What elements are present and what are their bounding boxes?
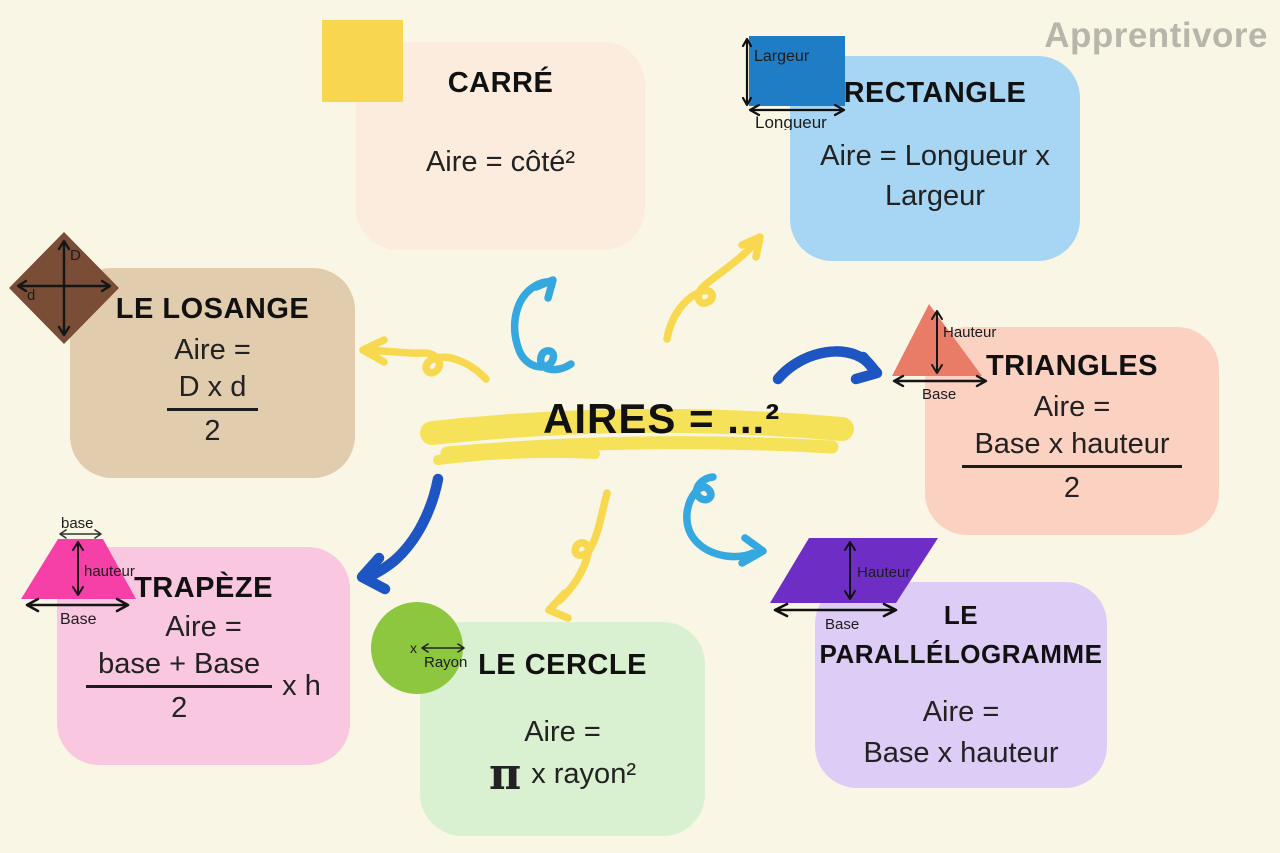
triangles-denominator: 2 <box>1063 471 1081 504</box>
parallelogramme-title-line1: LE <box>943 600 979 630</box>
losange-denominator: 2 <box>204 414 221 447</box>
pi-symbol: π <box>489 748 522 800</box>
card-losange-title: LE LOSANGE <box>115 293 310 325</box>
cercle-formula-rest: x rayon² <box>531 758 636 791</box>
card-cercle: LE CERCLE Aire = π x rayon² <box>420 622 705 836</box>
card-losange: LE LOSANGE Aire = D x d 2 <box>70 268 355 478</box>
trapeze-numerator: base + Base <box>86 648 273 688</box>
arrow-to-parallelogramme-icon <box>683 473 767 567</box>
petite-base-arrow-icon <box>59 529 102 539</box>
cercle-shape-group: x Rayon <box>371 602 467 694</box>
trapeze-base-small-label: base <box>61 515 94 532</box>
triangle-base-label: Base <box>922 386 956 403</box>
card-rectangle: RECTANGLE Aire = Longueur x Largeur <box>790 56 1080 261</box>
arrow-to-carre-icon <box>510 276 575 374</box>
card-cercle-title: LE CERCLE <box>478 649 647 681</box>
card-carre-title: CARRÉ <box>447 67 554 99</box>
card-cercle-aire: Aire = <box>524 715 601 748</box>
card-trapeze-title: TRAPÈZE <box>134 572 273 604</box>
rectangle-longueur-label: Longueur <box>755 113 827 130</box>
card-rectangle-formula: Aire = Longueur x Largeur <box>820 136 1050 216</box>
parallelogramme-hauteur-label: Hauteur <box>857 564 910 581</box>
trapeze-hauteur-arrow-icon <box>72 541 84 596</box>
parallelogramme-shape-group: Hauteur Base <box>770 538 938 633</box>
rectangle-largeur-label: Largeur <box>754 48 810 65</box>
card-trapeze-aire: Aire = <box>165 610 242 643</box>
largeur-arrow-icon <box>741 37 753 107</box>
center-title: AIRES = ...² <box>543 395 781 442</box>
trapeze-suffix: x h <box>282 669 321 702</box>
longueur-arrow-icon <box>748 103 846 117</box>
card-parallelogramme-aire: Aire = <box>922 696 1000 728</box>
petite-diagonale-arrow-icon <box>16 279 112 293</box>
rayon-arrow-icon <box>421 643 465 653</box>
card-parallelogramme-formula: Base x hauteur <box>863 737 1059 769</box>
parallelogramme-hauteur-arrow-icon <box>844 541 856 600</box>
arrow-to-rectangle-icon <box>663 233 764 343</box>
losange-D-label: D <box>70 247 81 264</box>
cercle-centre-label: x <box>410 640 417 656</box>
triangle-base-arrow-icon <box>892 374 988 388</box>
square-shape-icon <box>322 20 403 102</box>
card-trapeze-fraction: base + Base 2 <box>86 648 273 725</box>
arrow-to-cercle-icon <box>545 489 611 622</box>
parallelogramme-title-line2: PARALLÉLOGRAMME <box>819 639 1103 669</box>
losange-numerator: D x d <box>166 371 259 411</box>
card-losange-fraction: D x d 2 <box>166 371 259 448</box>
card-parallelogramme-title: LE PARALLÉLOGRAMME <box>820 596 1103 674</box>
arrow-to-losange-icon <box>359 336 490 383</box>
card-losange-aire: Aire = <box>174 333 251 366</box>
card-triangles: TRIANGLES Aire = Base x hauteur 2 <box>925 327 1219 535</box>
triangle-hauteur-label: Hauteur <box>943 324 996 341</box>
card-carre-formula: Aire = côté² <box>425 145 576 178</box>
card-triangles-aire: Aire = <box>1033 390 1111 423</box>
card-carre: CARRÉ Aire = côté² <box>356 42 645 250</box>
cercle-shape-icon <box>371 602 463 694</box>
trapeze-shape-group: base hauteur Base <box>21 515 136 627</box>
card-triangles-title: TRIANGLES <box>985 350 1159 382</box>
apprentivore-logo: Apprentivore <box>1044 16 1268 55</box>
cercle-rayon-label: Rayon <box>424 654 467 671</box>
card-cercle-formula: π x rayon² <box>489 748 636 800</box>
arrow-to-trapeze-icon <box>356 473 444 595</box>
arrow-to-triangles-icon <box>772 346 883 385</box>
trapeze-base-big-label: Base <box>60 611 97 627</box>
losange-d-label: d <box>27 287 35 304</box>
parallelogramme-base-arrow-icon <box>773 602 898 618</box>
card-parallelogramme: LE PARALLÉLOGRAMME Aire = Base x hauteur <box>815 582 1107 788</box>
triangle-hauteur-arrow-icon <box>931 310 943 374</box>
parallelogramme-shape-icon <box>770 538 938 603</box>
rectangle-shape-icon <box>749 36 845 106</box>
card-trapeze-formula-row: base + Base 2 x h <box>86 648 321 725</box>
parallelogramme-base-label: Base <box>825 616 859 633</box>
rectangle-formula-line2: Largeur <box>885 179 985 212</box>
rectangle-formula-line1: Aire = Longueur x <box>820 139 1050 172</box>
triangles-numerator: Base x hauteur <box>962 428 1182 468</box>
losange-shape-group: D d <box>9 232 119 344</box>
trapeze-denominator: 2 <box>171 691 188 724</box>
grande-base-arrow-icon <box>25 597 130 613</box>
triangle-shape-group: Hauteur Base <box>892 304 996 403</box>
grande-diagonale-arrow-icon <box>57 239 71 337</box>
card-triangles-fraction: Base x hauteur 2 <box>962 428 1182 505</box>
trapeze-hauteur-label: hauteur <box>84 563 135 580</box>
rectangle-shape-group: Largeur Longueur <box>741 36 846 130</box>
card-rectangle-title: RECTANGLE <box>843 77 1027 109</box>
